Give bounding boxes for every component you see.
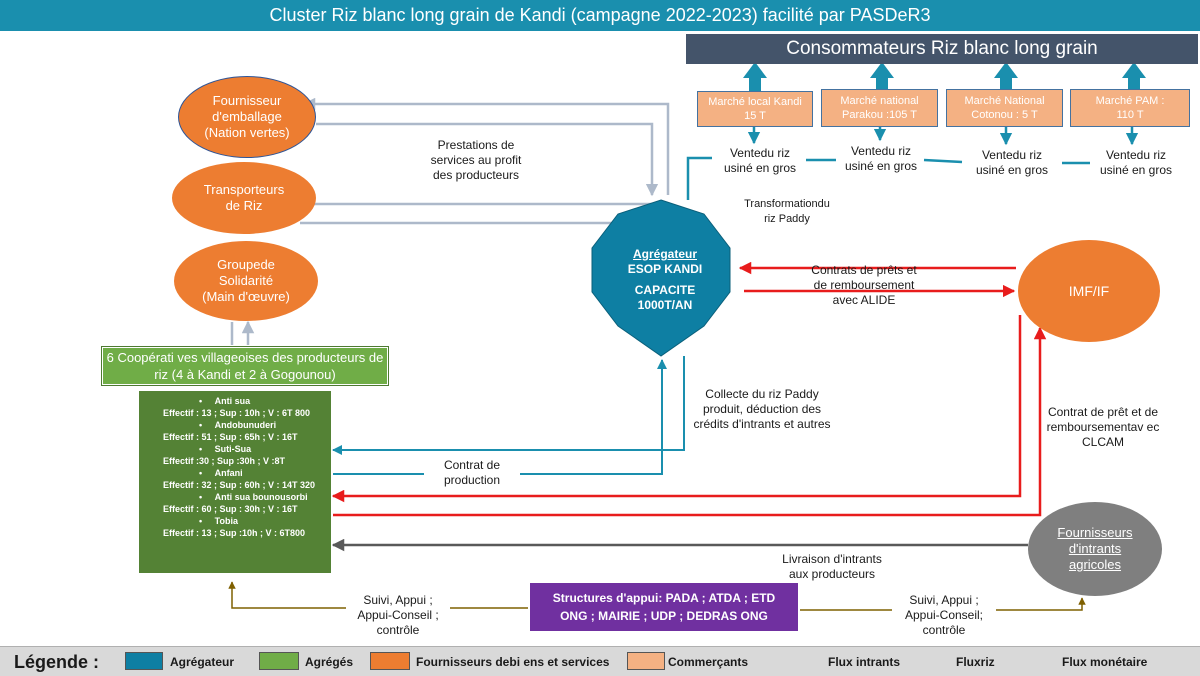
- market-box-parakou: Marché national Parakou :105 T: [821, 89, 938, 127]
- legend-swatch-aggregated: [259, 652, 299, 670]
- input-supplier-node: Fournisseurs d'intrants agricoles: [1028, 502, 1162, 596]
- up-arrow-1: [743, 62, 767, 92]
- aggregator-capacity-value: 1000T/AN: [637, 298, 693, 312]
- market-volume: Cotonou : 5 T: [971, 109, 1038, 121]
- market-volume: 15 T: [744, 110, 766, 122]
- market-name: Marché national: [840, 95, 919, 107]
- market-name: Marché PAM :: [1095, 95, 1165, 107]
- aggregator-title: Agrégateur: [632, 247, 697, 261]
- up-arrow-2: [870, 62, 894, 92]
- clcam-label: Contrat de prêt et de remboursementav ec…: [1046, 405, 1160, 449]
- support-structures-box: Structures d'appui: PADA ; ATDA ; ETD ON…: [530, 583, 798, 631]
- aggregator-node: Agrégateur ESOP KANDI CAPACITE 1000T/AN: [600, 240, 730, 320]
- legend-label-aggregator: Agrégateur: [170, 655, 235, 669]
- market-name: Marché National: [964, 95, 1045, 107]
- support-label-left: Suivi, Appui ; Appui-Conseil ; contrôle: [346, 593, 450, 638]
- delivery-label: Livraison d'intrants aux producteurs: [782, 552, 882, 581]
- service-flows: [230, 97, 670, 345]
- legend-label-inputs-flow: Flux intrants: [828, 655, 901, 669]
- aggregator-capacity-label: CAPACITE: [634, 283, 696, 297]
- legend-label-suppliers: Fournisseurs debi ens et services: [416, 655, 610, 669]
- up-arrow-3: [994, 62, 1018, 92]
- market-volume: 110 T: [1116, 109, 1144, 121]
- solidarity-group-node: Groupede Solidarité (Main d'œuvre): [174, 241, 318, 321]
- consumers-header: Consommateurs Riz blanc long grain: [686, 34, 1198, 64]
- rice-sales-flow: [686, 127, 1139, 200]
- collect-label: Collecte du riz Paddy produit, déduction…: [693, 387, 831, 431]
- market-to-consumer-arrows: [743, 62, 1146, 92]
- cooperatives-title: 6 Coopérati ves villageoises des product…: [101, 346, 389, 386]
- diagram-title: Cluster Riz blanc long grain de Kandi (c…: [0, 0, 1200, 31]
- aggregator-name: ESOP KANDI: [627, 262, 703, 276]
- transport-node: Transporteurs de Riz: [172, 162, 316, 234]
- money-flows: [331, 261, 1047, 517]
- legend-swatch-aggregator: [125, 652, 163, 670]
- market-name: Marché local Kandi: [708, 96, 802, 108]
- packaging-supplier-node: Fournisseur d'emballage (Nation vertes): [178, 76, 316, 158]
- production-label: Contrat de production: [424, 458, 520, 488]
- services-label: Prestations de services au profit des pr…: [430, 138, 522, 182]
- legend-title: Légende :: [14, 652, 100, 672]
- aggregator-shape: [591, 199, 731, 357]
- imf-node: IMF/IF: [1018, 240, 1160, 342]
- market-box-kandi: Marché local Kandi 15 T: [697, 91, 813, 127]
- market-box-cotonou: Marché National Cotonou : 5 T: [946, 89, 1063, 127]
- legend-label-money-flow: Flux monétaire: [1062, 655, 1148, 669]
- legend-swatch-suppliers: [370, 652, 410, 670]
- up-arrow-4: [1122, 62, 1146, 92]
- legend-label-rice-flow: Fluxriz: [956, 655, 995, 669]
- legend-label-aggregated: Agrégés: [305, 655, 354, 669]
- legend: Légende : Agrégateur Agrégés Fournisseur…: [0, 646, 1200, 676]
- support-label-right: Suivi, Appui ; Appui-Conseil; contrôle: [892, 593, 996, 638]
- legend-swatch-traders: [627, 652, 665, 670]
- legend-label-traders: Commerçants: [668, 655, 749, 669]
- transformation-label: Transformationdu riz Paddy: [744, 198, 830, 225]
- market-box-pam: Marché PAM : 110 T: [1070, 89, 1190, 127]
- loans-label: Contrats de prêts et de remboursement av…: [811, 263, 917, 307]
- market-volume: Parakou :105 T: [841, 109, 917, 121]
